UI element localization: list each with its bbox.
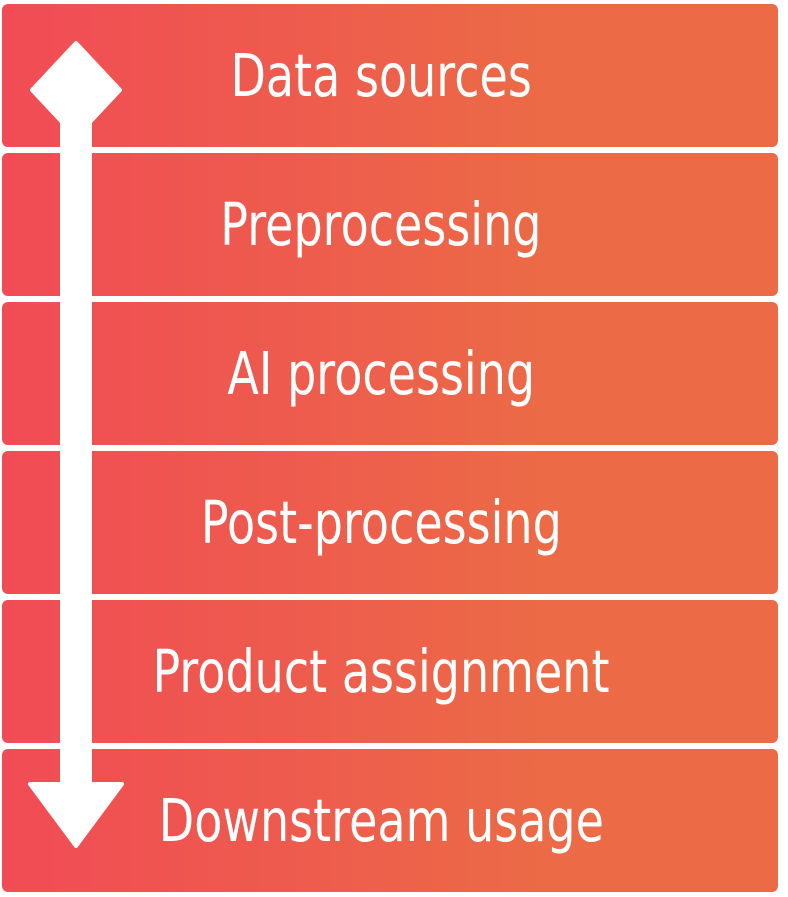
stage-band-preprocessing: Preprocessing	[2, 153, 778, 296]
stage-label-data-sources: Data sources	[230, 41, 532, 110]
stage-band-downstream-usage: Downstream usage	[2, 749, 778, 892]
stage-band-data-sources: Data sources	[2, 4, 778, 147]
stage-band-product-assignment: Product assignment	[2, 600, 778, 743]
stage-label-ai-processing: AI processing	[227, 339, 535, 408]
stage-band-ai-processing: AI processing	[2, 302, 778, 445]
stage-label-product-assignment: Product assignment	[152, 637, 610, 706]
stage-label-post-processing: Post-processing	[200, 488, 562, 557]
stage-band-post-processing: Post-processing	[2, 451, 778, 594]
stage-label-downstream-usage: Downstream usage	[158, 786, 604, 855]
stage-band-stack: Data sources Preprocessing AI processing…	[2, 4, 778, 892]
stage-label-preprocessing: Preprocessing	[220, 190, 542, 259]
